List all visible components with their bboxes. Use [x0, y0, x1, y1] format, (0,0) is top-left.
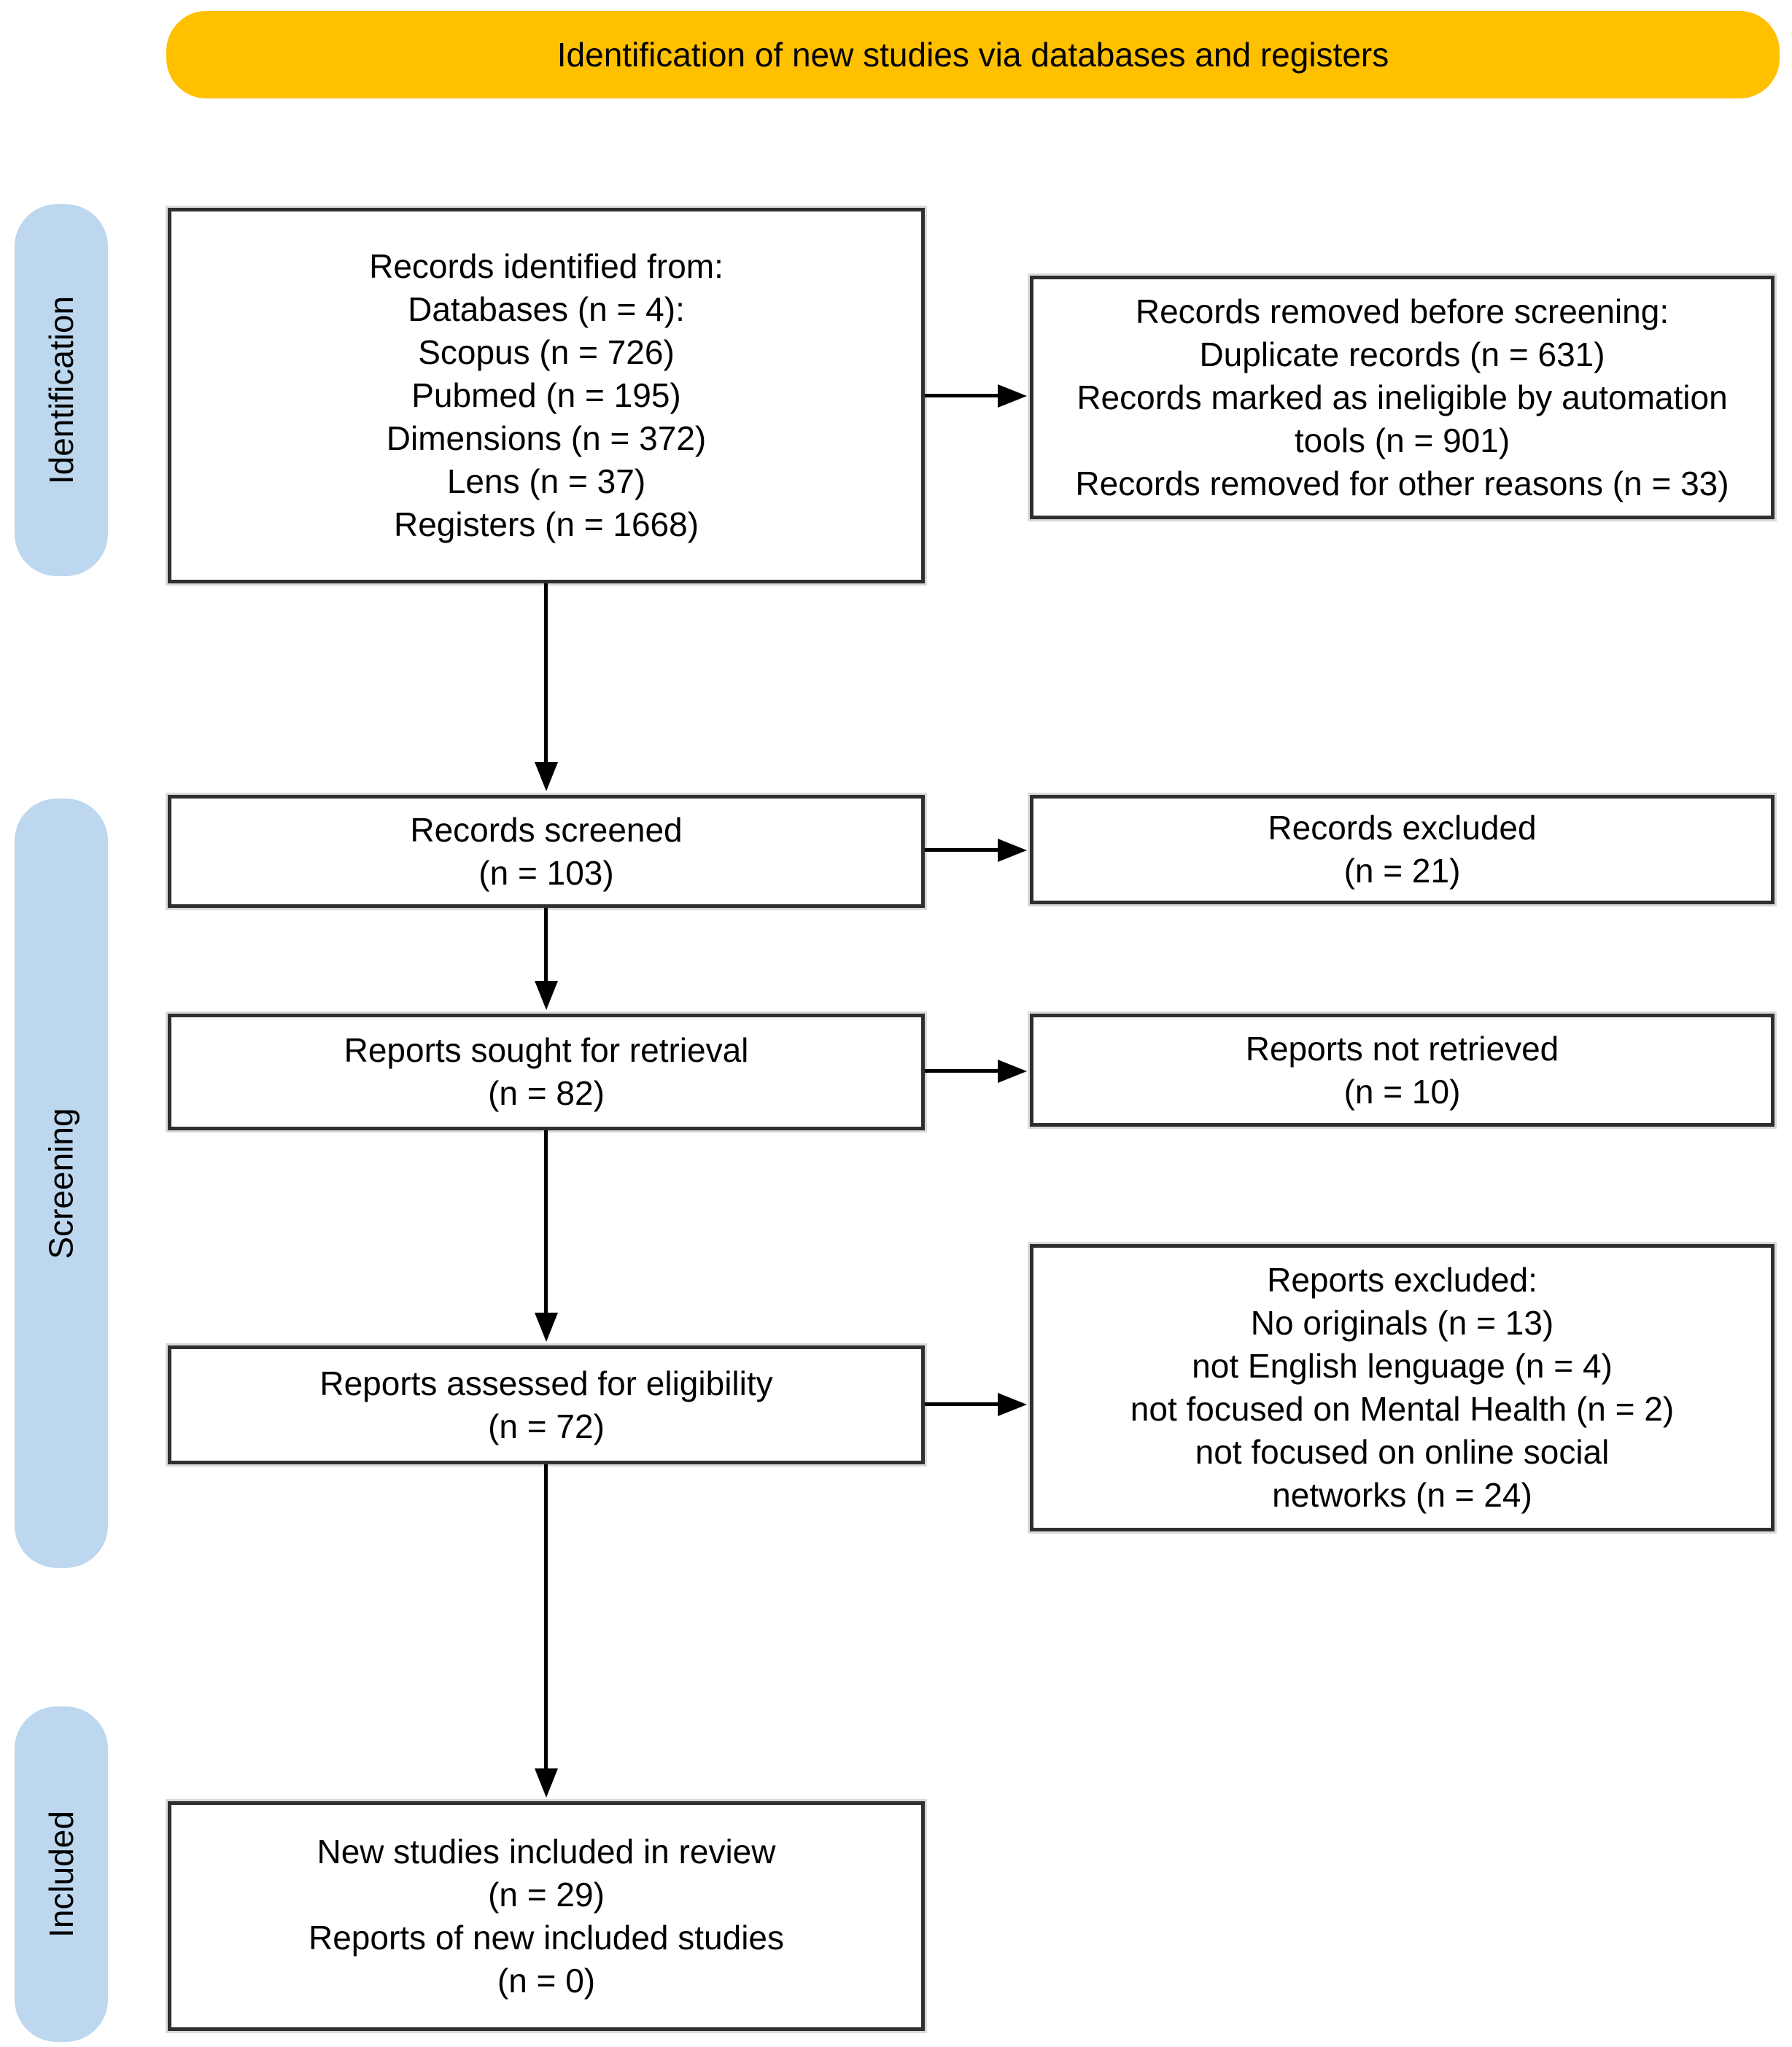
box-reports-not-retrieved-text: Reports not retrieved (n = 10) — [1245, 1029, 1559, 1111]
arrow-screened-to-excluded-line — [925, 848, 1001, 852]
arrow-sought-to-not-retrieved-line — [925, 1069, 1001, 1073]
box-reports-sought-text: Reports sought for retrieval (n = 82) — [344, 1031, 749, 1112]
box-records-identified-text: Records identified from: Databases (n = … — [369, 247, 724, 543]
arrow-screened-to-sought-line — [544, 908, 548, 984]
arrowhead-right-icon — [998, 1393, 1027, 1416]
stage-label-screening: Screening — [15, 799, 108, 1568]
stage-label-screening-text: Screening — [42, 1107, 81, 1259]
title-banner-label: Identification of new studies via databa… — [556, 36, 1389, 74]
box-new-studies-included-text: New studies included in review (n = 29) … — [308, 1832, 785, 2000]
box-records-excluded: Records excluded (n = 21) — [1030, 795, 1774, 904]
arrowhead-down-icon — [535, 981, 558, 1010]
box-reports-sought: Reports sought for retrieval (n = 82) — [168, 1014, 925, 1130]
arrowhead-right-icon — [998, 384, 1027, 408]
arrowhead-down-icon — [535, 1768, 558, 1798]
arrow-sought-to-assessed-line — [544, 1130, 548, 1316]
stage-label-included-text: Included — [42, 1811, 81, 1938]
arrow-assessed-to-included-line — [544, 1464, 548, 1772]
box-reports-assessed: Reports assessed for eligibility (n = 72… — [168, 1345, 925, 1464]
arrowhead-down-icon — [535, 762, 558, 791]
arrow-identified-to-screened-line — [544, 583, 548, 766]
stage-label-identification: Identification — [15, 204, 108, 576]
arrowhead-right-icon — [998, 839, 1027, 862]
stage-label-identification-text: Identification — [42, 295, 80, 485]
arrow-identified-to-removed-line — [925, 394, 1001, 397]
box-records-identified: Records identified from: Databases (n = … — [168, 208, 925, 583]
arrowhead-right-icon — [998, 1060, 1027, 1083]
stage-label-included: Included — [15, 1706, 108, 2042]
box-reports-excluded: Reports excluded: No originals (n = 13) … — [1030, 1244, 1774, 1531]
box-reports-excluded-text: Reports excluded: No originals (n = 13) … — [1130, 1261, 1675, 1514]
arrow-assessed-to-excluded-line — [925, 1402, 1001, 1406]
box-records-screened-text: Records screened (n = 103) — [410, 810, 683, 892]
box-records-removed-text: Records removed before screening: Duplic… — [1075, 292, 1729, 502]
arrowhead-down-icon — [535, 1313, 558, 1342]
box-records-screened: Records screened (n = 103) — [168, 795, 925, 908]
box-reports-not-retrieved: Reports not retrieved (n = 10) — [1030, 1014, 1774, 1127]
box-reports-assessed-text: Reports assessed for eligibility (n = 72… — [319, 1364, 773, 1445]
box-new-studies-included: New studies included in review (n = 29) … — [168, 1801, 925, 2031]
box-records-excluded-text: Records excluded (n = 21) — [1268, 809, 1537, 890]
title-banner: Identification of new studies via databa… — [166, 11, 1780, 98]
box-records-removed: Records removed before screening: Duplic… — [1030, 276, 1774, 519]
